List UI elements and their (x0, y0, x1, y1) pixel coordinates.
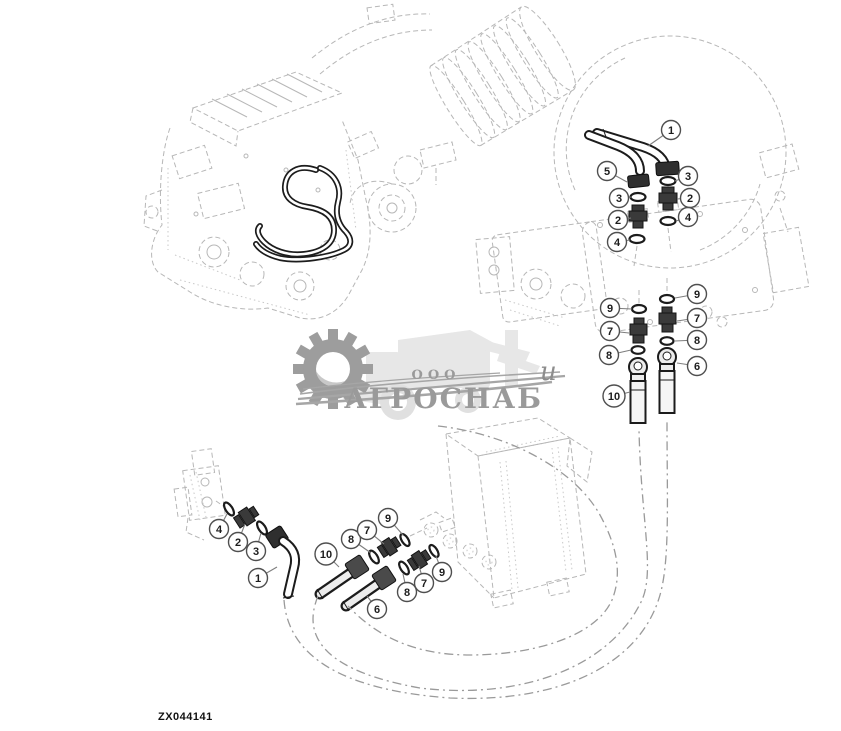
callout-5-number: 5 (604, 166, 610, 178)
callout-3-circle (245, 540, 267, 562)
callout-2-number: 2 (235, 537, 241, 549)
callout-4-number: 4 (685, 212, 692, 224)
cooler-illustration (419, 417, 593, 609)
engine-illustration (143, 3, 457, 320)
hose-end-10 (628, 357, 648, 424)
hose-10-bottom (314, 554, 370, 600)
watermark-org-form: ООО (412, 368, 461, 383)
callout-7-circle (599, 320, 621, 342)
fitting-7-bottom-left (376, 536, 402, 559)
callout-9-number: 9 (439, 567, 445, 579)
hose-6-bottom (340, 565, 397, 612)
callout-7-circle (356, 519, 378, 541)
upper-hoses-and-fittings (584, 128, 680, 267)
callout-9-circle (686, 283, 708, 305)
callout-4-number: 4 (216, 524, 223, 536)
callout-4-circle (208, 518, 230, 540)
callout-9-circle (599, 297, 621, 319)
callout-10-number: 10 (320, 549, 332, 561)
callout-3-circle (677, 165, 699, 187)
valve-block-illustration (173, 448, 227, 541)
callout-8-number: 8 (404, 587, 410, 599)
callout-8-number: 8 (694, 335, 700, 347)
fitting-2-left (628, 204, 648, 229)
callout-2-number: 2 (615, 215, 621, 227)
watermark-company-name: АГРОСНАБ (344, 382, 543, 415)
callout-7-number: 7 (607, 326, 613, 338)
callout-9-number: 9 (694, 289, 700, 301)
callout-7-number: 7 (421, 578, 427, 590)
callout-10-number: 10 (608, 391, 620, 403)
callout-9-circle (431, 561, 453, 583)
callout-6-circle (366, 598, 388, 620)
callout-3-number: 3 (616, 193, 622, 205)
fitting-7-left-col (629, 317, 648, 344)
callout-5-circle (596, 160, 618, 182)
callout-2-circle (227, 531, 249, 553)
callout-4-number: 4 (614, 237, 621, 249)
callout-8-number: 8 (606, 350, 612, 362)
agrosnab-gear-icon (293, 329, 566, 409)
callout-10-circle (602, 384, 626, 408)
callout-8-circle (686, 329, 708, 351)
watermark: ООО АГРОСНАБ u (293, 329, 566, 420)
callout-6-number: 6 (694, 361, 700, 373)
callout-9-number: 9 (385, 513, 391, 525)
callout-4-circle (606, 231, 628, 253)
callout-3-number: 3 (253, 546, 259, 558)
fitting-7-right-col (658, 306, 677, 333)
callout-1-number: 1 (255, 573, 261, 585)
watermark-stray-mark: u (540, 357, 557, 387)
callout-3-number: 3 (685, 171, 691, 183)
hose-end-6 (657, 347, 677, 414)
fitting-7-bottom-right (406, 549, 432, 572)
hose-routing-lines (283, 419, 669, 700)
callout-6-number: 6 (374, 604, 380, 616)
lower-left-parts (222, 501, 301, 599)
callout-1-number: 1 (668, 125, 674, 137)
callout-6-circle (686, 355, 708, 377)
engine-hose-loop (253, 165, 354, 263)
callout-2-circle (607, 209, 629, 231)
lower-middle-parts (314, 527, 440, 612)
callout-7-circle (686, 307, 708, 329)
fitting-2-right (658, 186, 678, 211)
callout-4-circle (677, 206, 699, 228)
callout-9-number: 9 (607, 303, 613, 315)
callout-3-circle (608, 187, 630, 209)
pump-illustration (429, 5, 810, 334)
drawing-number: ZX044141 (158, 711, 213, 723)
callout-1-circle (660, 119, 682, 141)
combine-silhouette (342, 330, 540, 420)
callout-7-circle (413, 572, 435, 594)
fitting-2-bottom (232, 505, 260, 529)
callout-9-circle (377, 507, 399, 529)
middle-fitting-columns (628, 278, 677, 424)
callout-7-number: 7 (364, 525, 370, 537)
callout-8-number: 8 (348, 534, 354, 546)
callout-8-circle (598, 344, 620, 366)
callout-8-circle (396, 581, 418, 603)
callout-1-circle (247, 567, 269, 589)
callout-2-number: 2 (687, 193, 693, 205)
callout-8-circle (340, 528, 362, 550)
callout-10-circle (314, 542, 338, 566)
elbow-hose-1-bottom (265, 525, 301, 599)
callout-7-number: 7 (694, 313, 700, 325)
